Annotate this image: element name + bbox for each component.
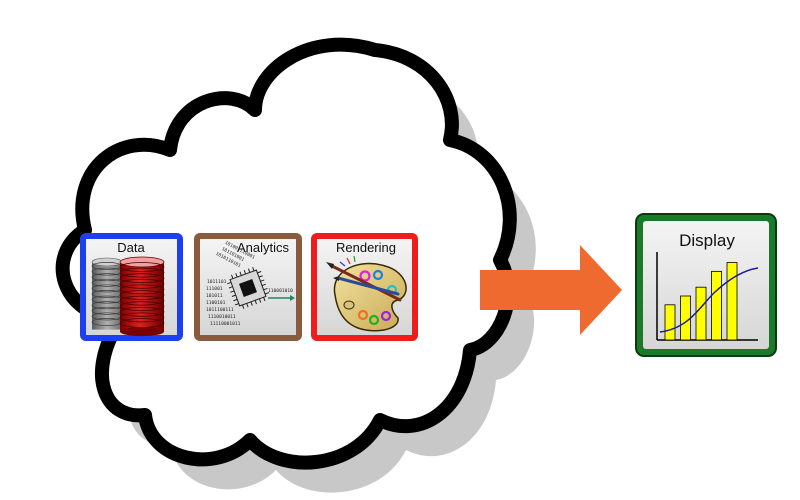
svg-text:1011100111: 1011100111	[206, 307, 234, 313]
red-disk	[119, 262, 165, 272]
microchip-icon	[227, 266, 270, 309]
svg-text:101011: 101011	[206, 293, 223, 299]
display-bar	[664, 304, 676, 341]
red-disk	[119, 295, 165, 306]
data-tile: Data	[80, 233, 183, 341]
display-bar-chart	[656, 252, 759, 341]
display-bar	[711, 270, 722, 341]
svg-text:111001: 111001	[206, 286, 223, 292]
red-disk	[119, 284, 165, 295]
analytics-tile: Analytics 101001110001 101101001 1010110…	[194, 233, 302, 341]
display-tile-label: Display	[679, 231, 735, 250]
svg-text:11110001011: 11110001011	[210, 321, 241, 327]
svg-text:1011101: 1011101	[207, 279, 227, 285]
data-tile-label: Data	[117, 240, 145, 255]
red-disk	[119, 290, 165, 300]
display-bar	[695, 286, 707, 341]
paint-palette-icon	[326, 255, 407, 332]
red-disk	[119, 278, 165, 289]
trend-curve	[659, 267, 759, 333]
right-arrow-icon	[480, 245, 622, 335]
red-disk	[119, 301, 165, 312]
rendering-tile: Rendering	[311, 233, 418, 341]
rendering-tile-label: Rendering	[336, 240, 396, 255]
binary-stream-lower: 1011101 111001 101011 1100101 1011100111…	[206, 279, 293, 327]
display-bar	[726, 262, 738, 341]
display-tile: Display	[635, 213, 777, 357]
red-disk	[119, 273, 165, 284]
svg-text:110001010: 110001010	[268, 288, 293, 294]
svg-text:1110010011: 1110010011	[208, 314, 236, 320]
red-disk	[119, 312, 165, 323]
database-stack-icon	[91, 256, 165, 337]
svg-text:1100101: 1100101	[206, 300, 226, 306]
display-bar	[680, 295, 691, 341]
red-disk	[119, 267, 165, 278]
red-disk	[119, 306, 165, 317]
analytics-tile-label: Analytics	[237, 240, 290, 255]
